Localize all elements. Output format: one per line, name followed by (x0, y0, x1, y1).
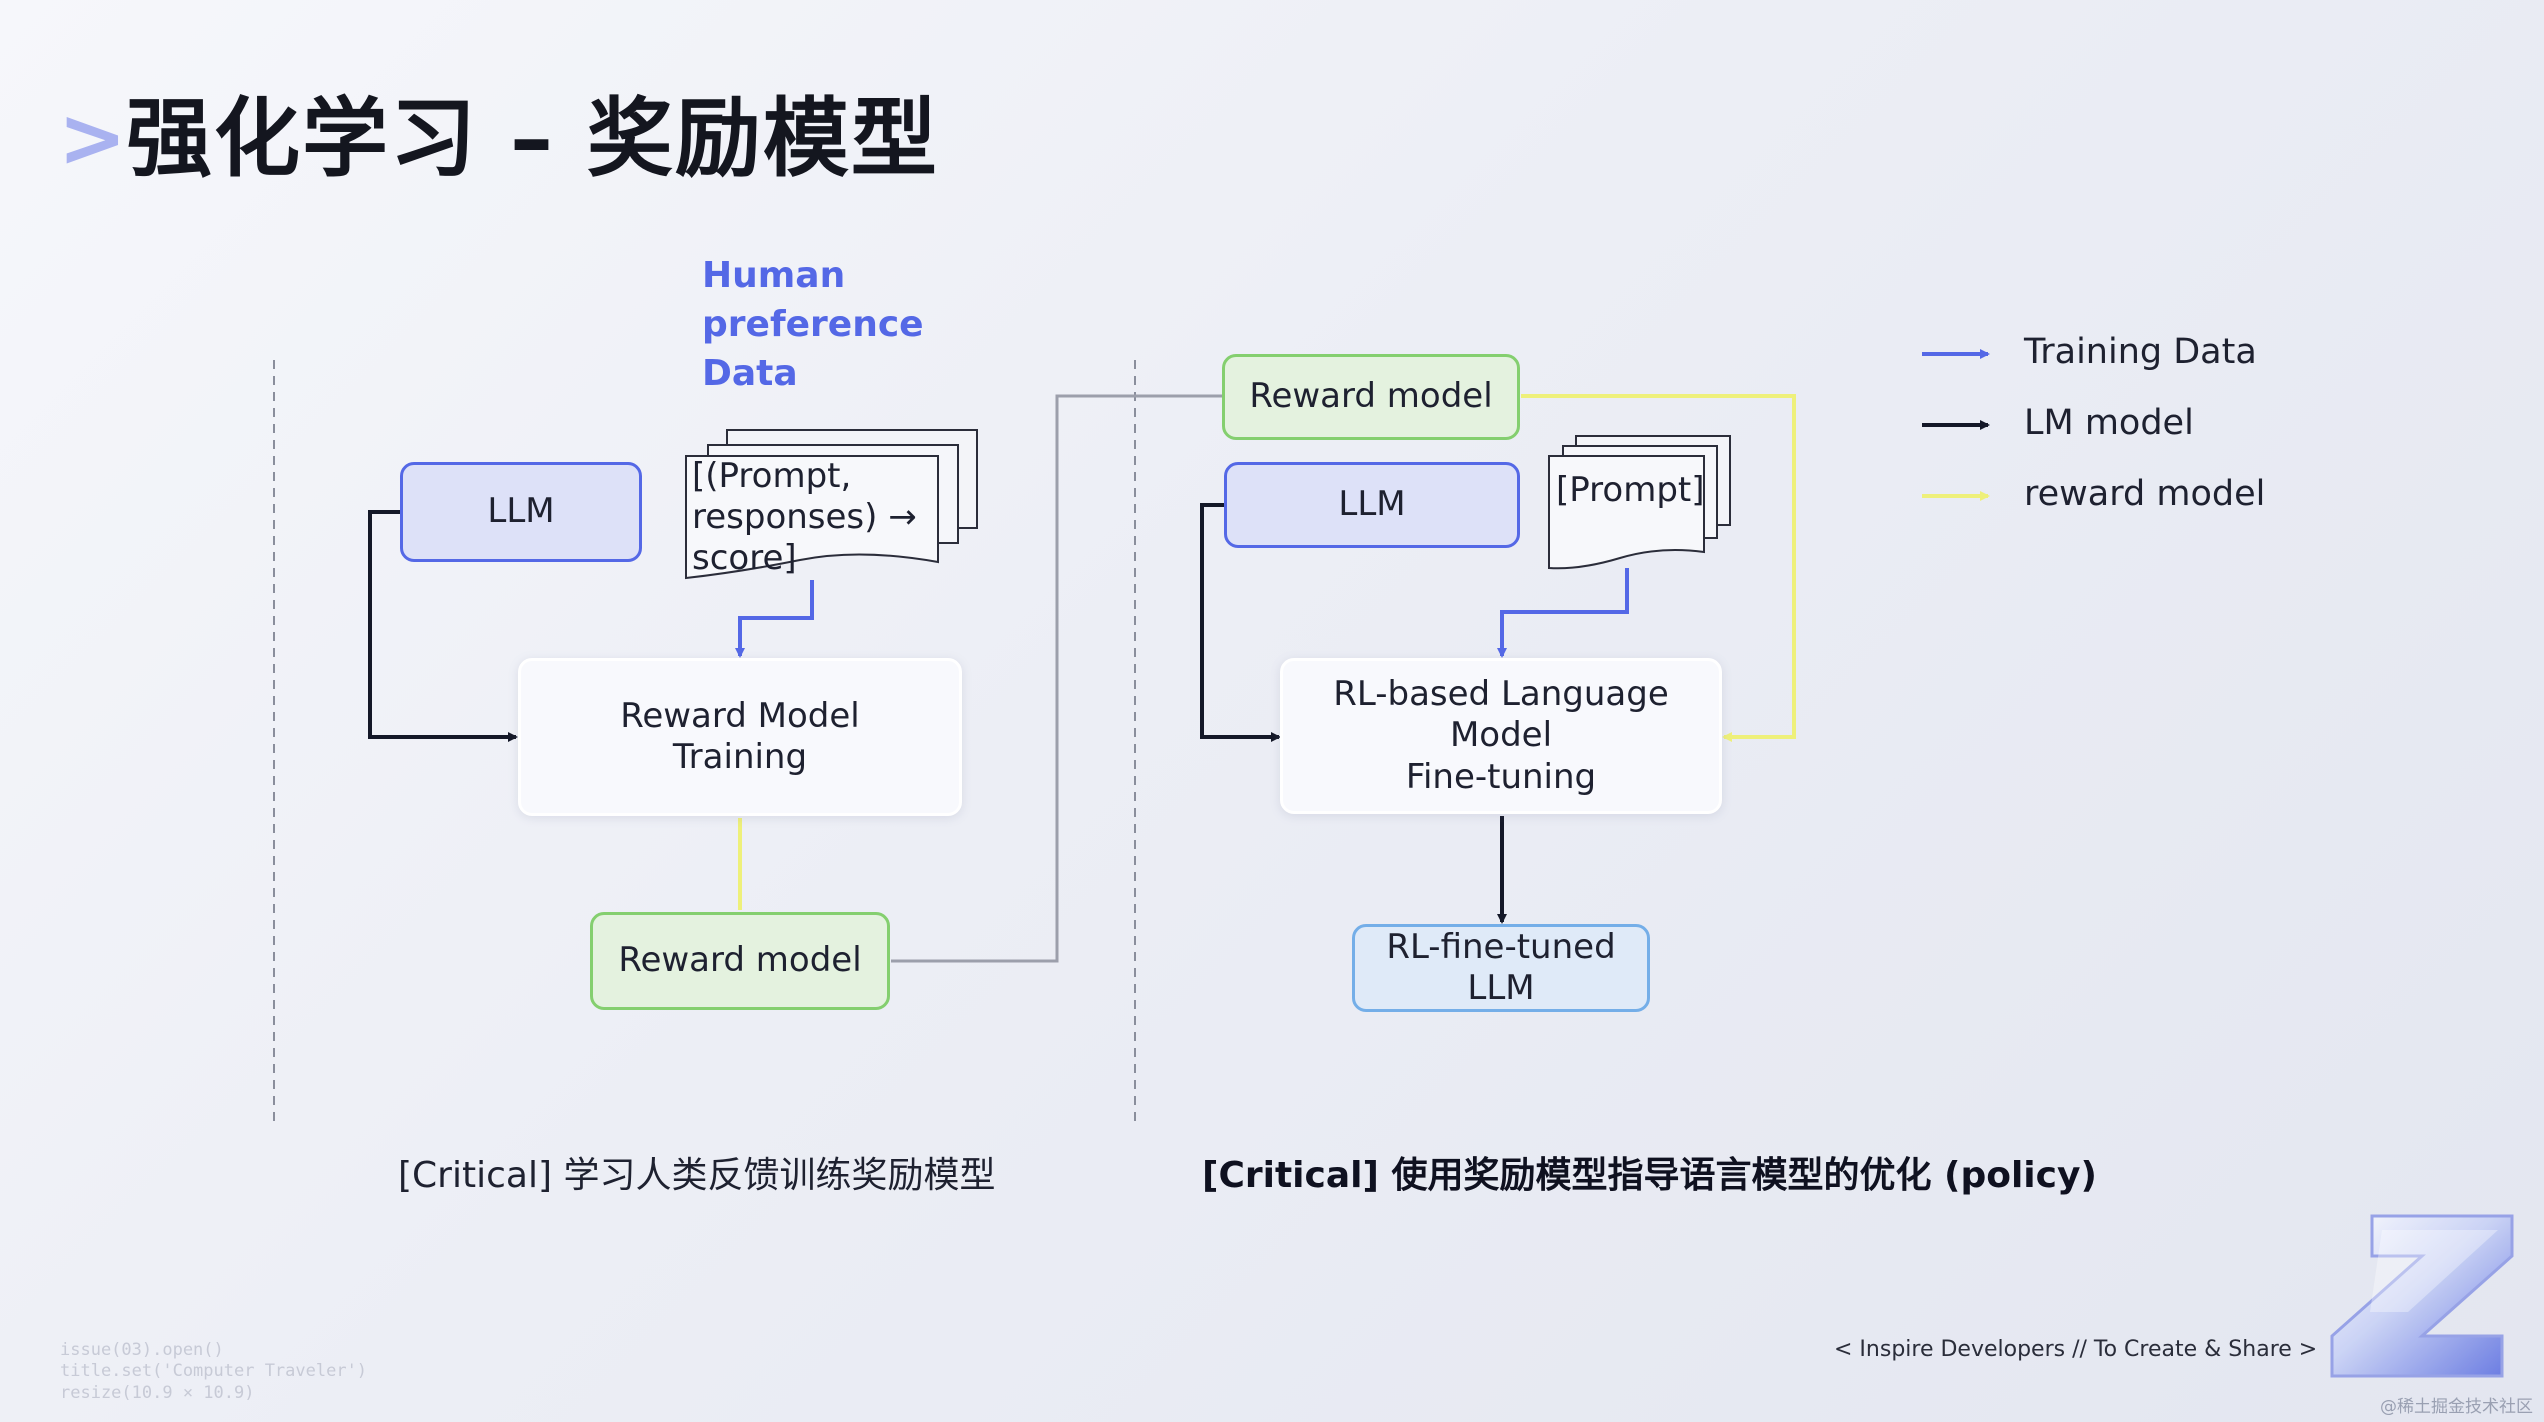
legend-label-reward-model: reward model (2024, 474, 2266, 514)
llm-box-right-label: LLM (1338, 484, 1406, 525)
reward-model-box-left-label: Reward model (618, 940, 862, 981)
preference-doc-stack (685, 429, 978, 580)
rl-finetuning-box: RL-based Language Model Fine-tuning (1280, 658, 1722, 814)
rl-finetuned-llm-box: RL-fine-tuned LLM (1352, 924, 1650, 1012)
arrow-preference-to-training (735, 580, 814, 658)
caption-right: [Critical] 使用奖励模型指导语言模型的优化 (policy) (1202, 1155, 2097, 1196)
caption-left: [Critical] 学习人类反馈训练奖励模型 (398, 1155, 996, 1196)
legend-label-training-data: Training Data (2024, 332, 2257, 372)
connector-reward-to-reward (891, 394, 1222, 963)
page-title: 强化学习 – 奖励模型 (126, 89, 939, 189)
reward-model-training-box: Reward Model Training (518, 658, 962, 816)
arrow-reward-to-rl (1521, 394, 1796, 742)
brand-logo-icon (2330, 1214, 2514, 1378)
llm-box-left: LLM (400, 462, 642, 562)
arrow-llm-to-training (368, 510, 518, 742)
arrow-prompt-to-rl (1497, 568, 1629, 658)
code-watermark: issue(03).open() title.set('Computer Tra… (60, 1340, 368, 1403)
legend-label-lm-model: LM model (2024, 403, 2194, 443)
reward-model-training-label: Reward Model Training (620, 695, 860, 777)
rl-finetuned-llm-label: RL-fine-tuned LLM (1386, 926, 1616, 1008)
llm-box-left-label: LLM (487, 491, 555, 532)
reward-model-box-left: Reward model (590, 912, 890, 1010)
reward-model-box-right: Reward model (1222, 354, 1520, 440)
prompt-doc-stack (1548, 435, 1731, 570)
footer-slogan: < Inspire Developers // To Create & Shar… (1834, 1337, 2318, 1362)
preference-doc-text: [(Prompt, responses) → score] (692, 456, 917, 578)
reward-model-box-right-label: Reward model (1249, 376, 1493, 417)
llm-box-right: LLM (1224, 462, 1520, 548)
chevron-right-icon: > (58, 91, 127, 186)
corner-watermark: @稀土掘金技术社区 (2380, 1397, 2533, 1417)
prompt-doc-text: [Prompt] (1556, 470, 1705, 510)
rl-finetuning-label: RL-based Language Model Fine-tuning (1333, 673, 1669, 797)
arrow-llm-to-rl (1200, 503, 1281, 742)
human-preference-data-label: Human preference Data (702, 255, 924, 394)
